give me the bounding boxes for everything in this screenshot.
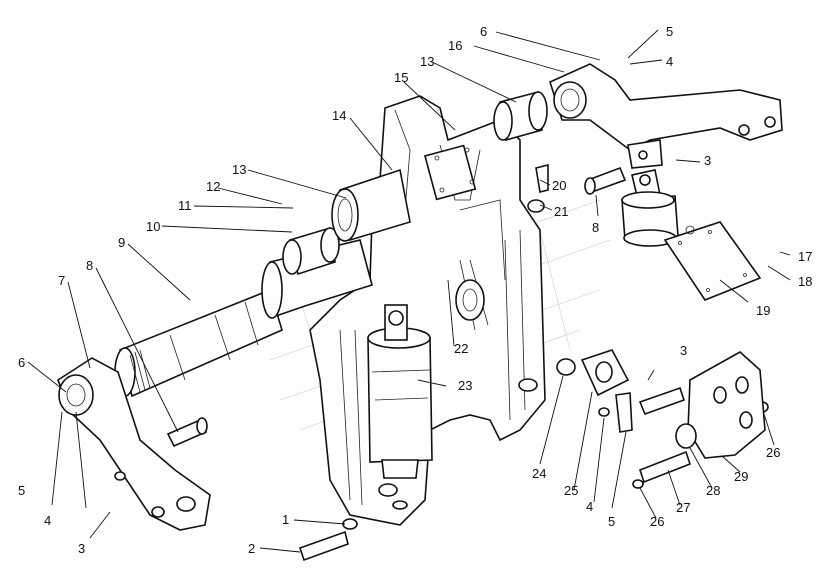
callout-13-top: 13 bbox=[420, 54, 434, 69]
callout-12: 12 bbox=[206, 179, 220, 194]
callout-8-left: 8 bbox=[86, 258, 93, 273]
callout-8-right: 8 bbox=[592, 220, 599, 235]
callout-labels: 1 2 3 3 3 4 4 4 5 5 5 6 6 7 8 8 9 10 11 … bbox=[18, 24, 812, 556]
callout-23: 23 bbox=[458, 378, 472, 393]
callout-15: 15 bbox=[394, 70, 408, 85]
callout-1: 1 bbox=[282, 512, 289, 527]
callout-5-bottom: 5 bbox=[608, 514, 615, 529]
support-bracket bbox=[675, 351, 766, 459]
callout-6-top: 6 bbox=[480, 24, 487, 39]
upper-lever-arm bbox=[549, 63, 783, 169]
callout-20: 20 bbox=[552, 178, 566, 193]
callout-29: 29 bbox=[734, 469, 748, 484]
hydraulic-cylinder bbox=[367, 304, 433, 479]
flange-bracket bbox=[580, 349, 630, 397]
bearing-sleeves bbox=[282, 90, 548, 276]
callout-3-right: 3 bbox=[680, 343, 687, 358]
callout-25: 25 bbox=[564, 483, 578, 498]
callout-21: 21 bbox=[554, 204, 568, 219]
callout-10: 10 bbox=[146, 219, 160, 234]
callout-5-top: 5 bbox=[666, 24, 673, 39]
callout-26-bottom: 26 bbox=[650, 514, 664, 529]
callout-14: 14 bbox=[332, 108, 346, 123]
callout-16: 16 bbox=[448, 38, 462, 53]
callout-26-right: 26 bbox=[766, 445, 780, 460]
cover-plate bbox=[663, 221, 762, 301]
callout-9: 9 bbox=[118, 235, 125, 250]
callout-11: 11 bbox=[178, 198, 192, 213]
callout-4-left: 4 bbox=[44, 513, 51, 528]
callout-18: 18 bbox=[798, 274, 812, 289]
callout-3-lower-left: 3 bbox=[78, 541, 85, 556]
pins-and-bolts bbox=[166, 163, 769, 562]
callout-13-left: 13 bbox=[232, 162, 246, 177]
callout-24: 24 bbox=[532, 466, 546, 481]
callout-2: 2 bbox=[248, 541, 255, 556]
callout-5-left: 5 bbox=[18, 483, 25, 498]
leader-lines bbox=[27, 29, 791, 553]
callout-4-top: 4 bbox=[666, 54, 673, 69]
callout-17: 17 bbox=[798, 249, 812, 264]
callout-27: 27 bbox=[676, 500, 690, 515]
lift-link-bushing bbox=[621, 169, 679, 247]
callout-22: 22 bbox=[454, 341, 468, 356]
callout-4-bottom: 4 bbox=[586, 499, 593, 514]
lower-left-lever bbox=[57, 357, 211, 531]
callout-6-left: 6 bbox=[18, 355, 25, 370]
callout-28: 28 bbox=[706, 483, 720, 498]
callout-7: 7 bbox=[58, 273, 65, 288]
callout-19: 19 bbox=[756, 303, 770, 318]
callout-3-upper-right: 3 bbox=[704, 153, 711, 168]
